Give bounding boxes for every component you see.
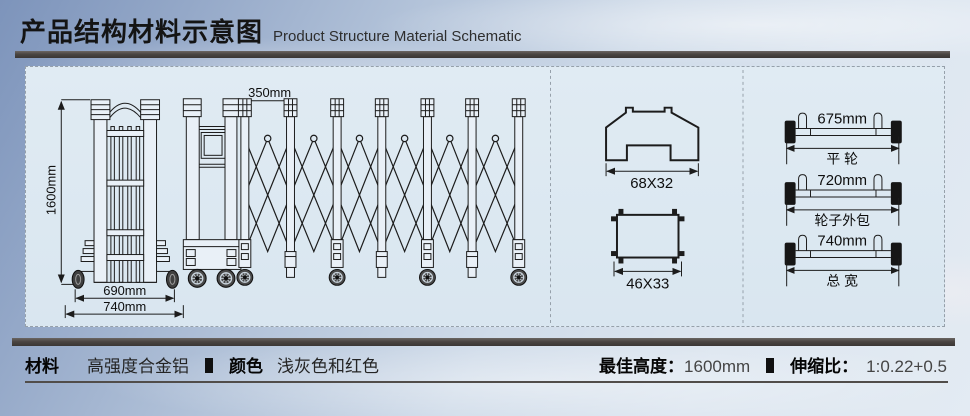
material-color-specs: 材料 高强度合金铝 颜色 浅灰色和红色: [25, 352, 379, 377]
color-value: 浅灰色和红色: [277, 357, 379, 376]
height-ratio-specs: 最佳高度： 1600mm 伸缩比： 1:0.22+0.5: [599, 352, 947, 377]
side-pitch-dim: 350mm: [248, 85, 291, 100]
page-title: 产品结构材料示意图: [20, 17, 264, 47]
wheel-spec-diagrams: 675mm 平 轮 720mm 轮子外包 740mm 总 宽: [785, 112, 902, 288]
footer-divider-bar: [12, 338, 955, 346]
front-height-dim: 1600mm: [43, 165, 58, 215]
page-header: 产品结构材料示意图 Product Structure Material Sche…: [20, 12, 521, 49]
front-outer-width-dim: 740mm: [103, 299, 146, 314]
rail-profile-shape: [605, 106, 700, 162]
lead-post-unit: [182, 98, 242, 288]
ratio-label: 伸缩比：: [790, 357, 859, 376]
best-height-value: 1600mm: [684, 357, 751, 376]
front-inner-width-dim: 690mm: [103, 283, 146, 298]
hanging-pickets: [283, 98, 480, 278]
footer-rule: [25, 381, 948, 383]
gate-front-view: 1600mm: [43, 99, 184, 319]
gate-side-view: 350mm: [182, 85, 528, 288]
wheel-spec-name-3: 总 宽: [826, 272, 858, 288]
separator-block-icon: [205, 358, 213, 373]
schematic-drawing: 1600mm: [43, 69, 944, 324]
wheeled-pickets: [236, 98, 528, 286]
material-label: 材料: [25, 357, 59, 376]
spec-footer: 材料 高强度合金铝 颜色 浅灰色和红色 最佳高度： 1600mm 伸缩比： 1:…: [25, 352, 947, 377]
wheel-spec-dim-3: 740mm: [817, 234, 867, 250]
wheel-spec-dim-2: 720mm: [817, 173, 867, 189]
profile-cross-sections: 68X32 46X33: [605, 106, 700, 292]
best-height-label: 最佳高度：: [599, 357, 685, 376]
wheel-spec-name-1: 平 轮: [826, 150, 858, 166]
ratio-value: 1:0.22+0.5: [866, 357, 947, 376]
diagram-panel: 1600mm: [25, 66, 945, 327]
picket-profile-shape: [615, 213, 680, 259]
material-value: 高强度合金铝: [87, 357, 189, 376]
rail-profile-dim: 68X32: [630, 176, 673, 192]
wheel-spec-dim-1: 675mm: [817, 112, 867, 128]
page-subtitle: Product Structure Material Schematic: [273, 28, 522, 45]
color-label: 颜色: [229, 357, 263, 376]
wheel-spec-name-2: 轮子外包: [814, 212, 870, 228]
separator-block-icon: [766, 358, 775, 373]
picket-profile-dim: 46X33: [626, 276, 669, 292]
header-divider-bar: [15, 51, 950, 58]
